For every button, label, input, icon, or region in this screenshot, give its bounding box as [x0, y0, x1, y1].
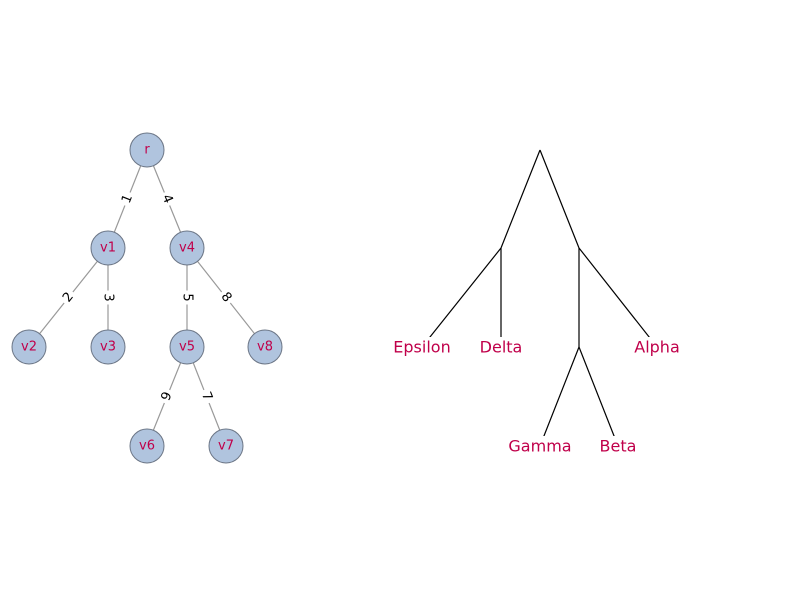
node-circle — [129, 132, 165, 168]
node-label: v8 — [257, 340, 273, 355]
dendrogram-branch — [421, 247, 502, 348]
graph-node-v7: v7 — [208, 428, 244, 464]
graph-node-v4: v4 — [169, 230, 205, 266]
dendrogram-branch — [539, 346, 580, 447]
node-label: v1 — [100, 241, 116, 256]
node-label: v6 — [139, 439, 155, 454]
dendrogram-branch — [578, 346, 619, 447]
graph-node-v6: v6 — [129, 428, 165, 464]
edge-weight-label: 2 — [57, 287, 80, 308]
leaf-label-epsilon: Epsilon — [393, 338, 450, 357]
node-circle — [169, 329, 205, 365]
node-label: v4 — [179, 241, 195, 256]
graph-node-v2: v2 — [11, 329, 47, 365]
edge-weight-label: 8 — [215, 287, 237, 308]
node-label: v5 — [179, 340, 195, 355]
edge-weight-text: 3 — [101, 293, 116, 301]
leaf-label-alpha: Alpha — [634, 338, 680, 357]
graph-node-v1: v1 — [90, 230, 126, 266]
dendrogram-branch — [539, 149, 580, 249]
leaf-label-gamma: Gamma — [508, 437, 571, 456]
edge-weight-label: 5 — [179, 290, 195, 305]
node-label: v3 — [100, 340, 116, 355]
node-circle — [247, 329, 283, 365]
leaf-label-delta: Delta — [480, 338, 523, 357]
graph-node-v3: v3 — [90, 329, 126, 365]
graph-node-v8: v8 — [247, 329, 283, 365]
dendrogram-branch — [500, 149, 541, 249]
node-circle — [129, 428, 165, 464]
node-circle — [90, 329, 126, 365]
node-circle — [208, 428, 244, 464]
edge-weight-label: 3 — [100, 290, 116, 305]
leaf-label-beta: Beta — [600, 437, 637, 456]
graph-nodes: r v1 v4 v2 v3 v5 v8 v6 v7 — [11, 132, 283, 464]
edge-weight-label: 7 — [196, 387, 217, 406]
graph-node-v5: v5 — [169, 329, 205, 365]
graph-node-r: r — [129, 132, 165, 168]
node-label: r — [144, 143, 150, 158]
node-label: v2 — [21, 340, 37, 355]
edge-weight-label: 4 — [156, 189, 178, 209]
edge-weight-text: 5 — [180, 293, 195, 301]
node-circle — [11, 329, 47, 365]
node-circle — [169, 230, 205, 266]
node-circle — [90, 230, 126, 266]
node-label: v7 — [218, 439, 234, 454]
edge-weight-label: 1 — [117, 189, 138, 209]
edge-weight-label: 9 — [156, 387, 178, 406]
dendrogram-branches — [421, 149, 658, 447]
dendrogram-branch — [578, 247, 658, 348]
